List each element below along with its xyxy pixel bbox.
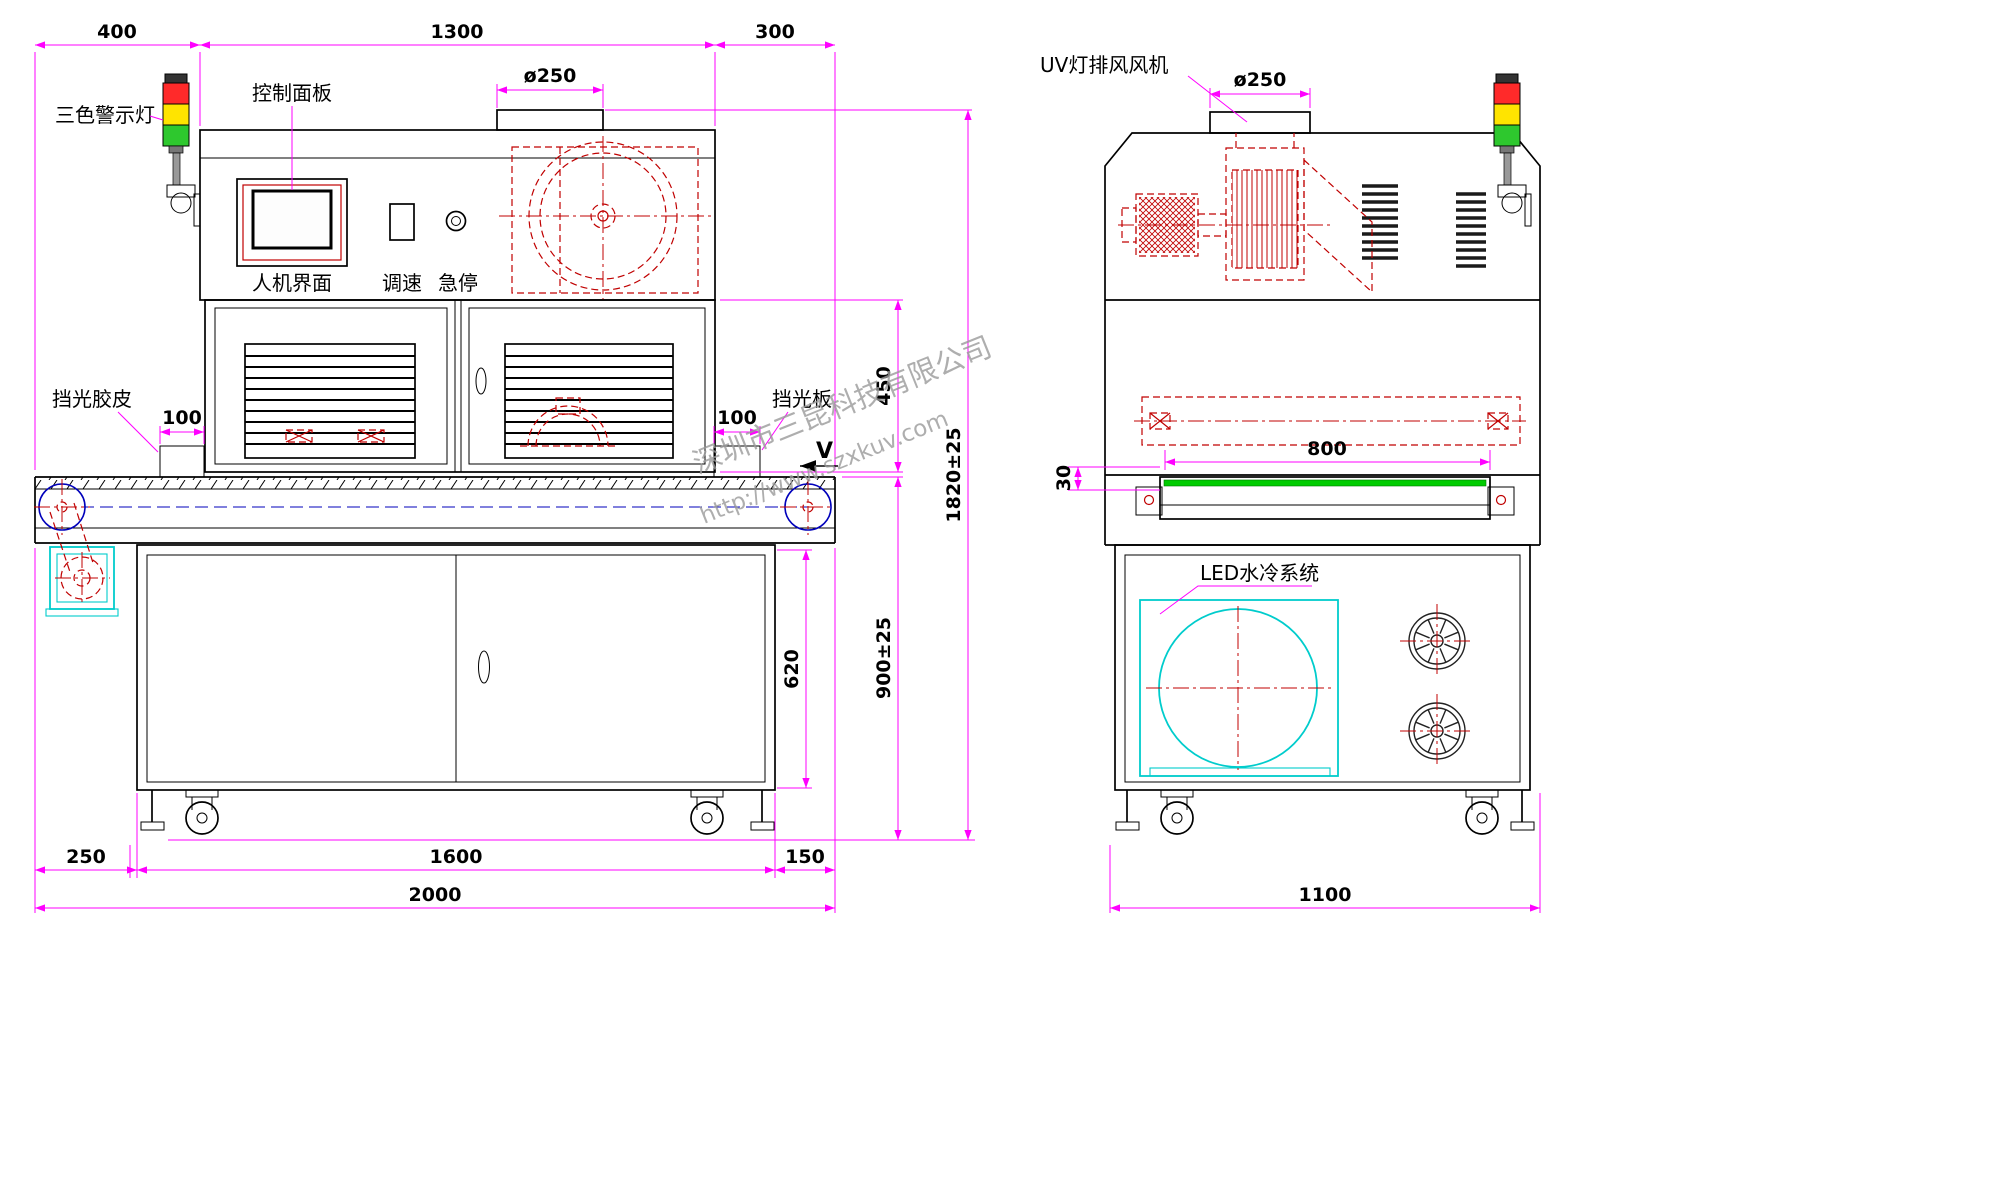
- door-handle: [475, 367, 487, 395]
- label-direction-v: V: [816, 439, 833, 464]
- front-warning-light: [162, 73, 201, 227]
- side-water-cooling: [1139, 599, 1339, 777]
- side-exhaust-blower-hidden: [1118, 133, 1373, 294]
- side-head-cabinet: [1104, 111, 1541, 301]
- side-body: [1104, 300, 1541, 546]
- light-shield-rubber: [159, 445, 205, 478]
- dim-1300: 1300: [431, 21, 484, 43]
- right-louver-vent: [505, 355, 673, 445]
- label-water-cooling: LED水冷系统: [1200, 561, 1319, 585]
- front-lower-cabinet: [136, 544, 776, 791]
- front-exhaust-fan-hidden: [499, 136, 712, 300]
- head-vent-right: [1456, 192, 1486, 268]
- front-drive-motor: [45, 502, 119, 617]
- dim-100-left: 100: [162, 407, 202, 429]
- dim-620: 620: [781, 649, 803, 689]
- dim-400: 400: [97, 21, 137, 43]
- dim-duct-side: ø250: [1234, 69, 1287, 91]
- front-conveyor: [34, 445, 836, 544]
- dim-150: 150: [785, 846, 825, 868]
- label-hmi: 人机界面: [252, 271, 332, 295]
- side-lower-cabinet: [1114, 544, 1531, 791]
- dim-450: 450: [873, 366, 895, 406]
- light-shield-plate: [713, 445, 761, 478]
- side-legs-casters: [1115, 789, 1535, 835]
- dim-2000: 2000: [409, 884, 462, 906]
- dim-900: 900±25: [873, 617, 895, 699]
- label-control-panel: 控制面板: [252, 81, 332, 105]
- front-labels: 三色警示灯 控制面板 人机界面 调速 急停 挡光胶皮 挡光板 V: [52, 81, 838, 472]
- side-warning-light: [1493, 73, 1532, 227]
- dim-duct-front: ø250: [524, 65, 577, 87]
- speed-knob: [389, 203, 415, 241]
- dim-30: 30: [1053, 465, 1075, 491]
- cabinet-door-handle: [478, 650, 490, 684]
- label-warning-light: 三色警示灯: [55, 103, 155, 127]
- label-shield-plate: 挡光板: [772, 387, 832, 411]
- front-legs-casters: [140, 789, 775, 835]
- label-exhaust-fan: UV灯排风风机: [1040, 53, 1168, 77]
- front-lamp-housing: [204, 299, 716, 473]
- side-dimensions: ø250 800 30 1100: [1053, 69, 1541, 913]
- dim-1600: 1600: [430, 846, 483, 868]
- inner-lamp-hidden: [527, 405, 609, 447]
- dim-100-right: 100: [717, 407, 757, 429]
- side-labels: UV灯排风风机 LED水冷系统: [1040, 53, 1319, 615]
- left-louver-vent: [245, 355, 415, 445]
- belt-hatch: [35, 477, 835, 489]
- label-shield-rubber: 挡光胶皮: [52, 387, 132, 411]
- front-dimensions: 400 1300 300 ø250 100 100 450 900±25 182…: [34, 21, 975, 913]
- label-speed: 调速: [382, 271, 422, 295]
- side-conveyor: [1135, 476, 1515, 520]
- dim-1820: 1820±25: [943, 427, 965, 522]
- dim-250: 250: [66, 846, 106, 868]
- head-vent-left: [1362, 184, 1398, 260]
- side-cooling-fans: [1400, 604, 1474, 768]
- dim-300: 300: [755, 21, 795, 43]
- dim-800: 800: [1307, 438, 1347, 460]
- belt-surface-green: [1163, 479, 1487, 487]
- hmi-screen: [251, 189, 333, 250]
- front-control-panel: [236, 178, 467, 267]
- label-estop: 急停: [438, 271, 478, 295]
- dim-1100: 1100: [1299, 884, 1352, 906]
- emergency-stop-button: [445, 210, 467, 232]
